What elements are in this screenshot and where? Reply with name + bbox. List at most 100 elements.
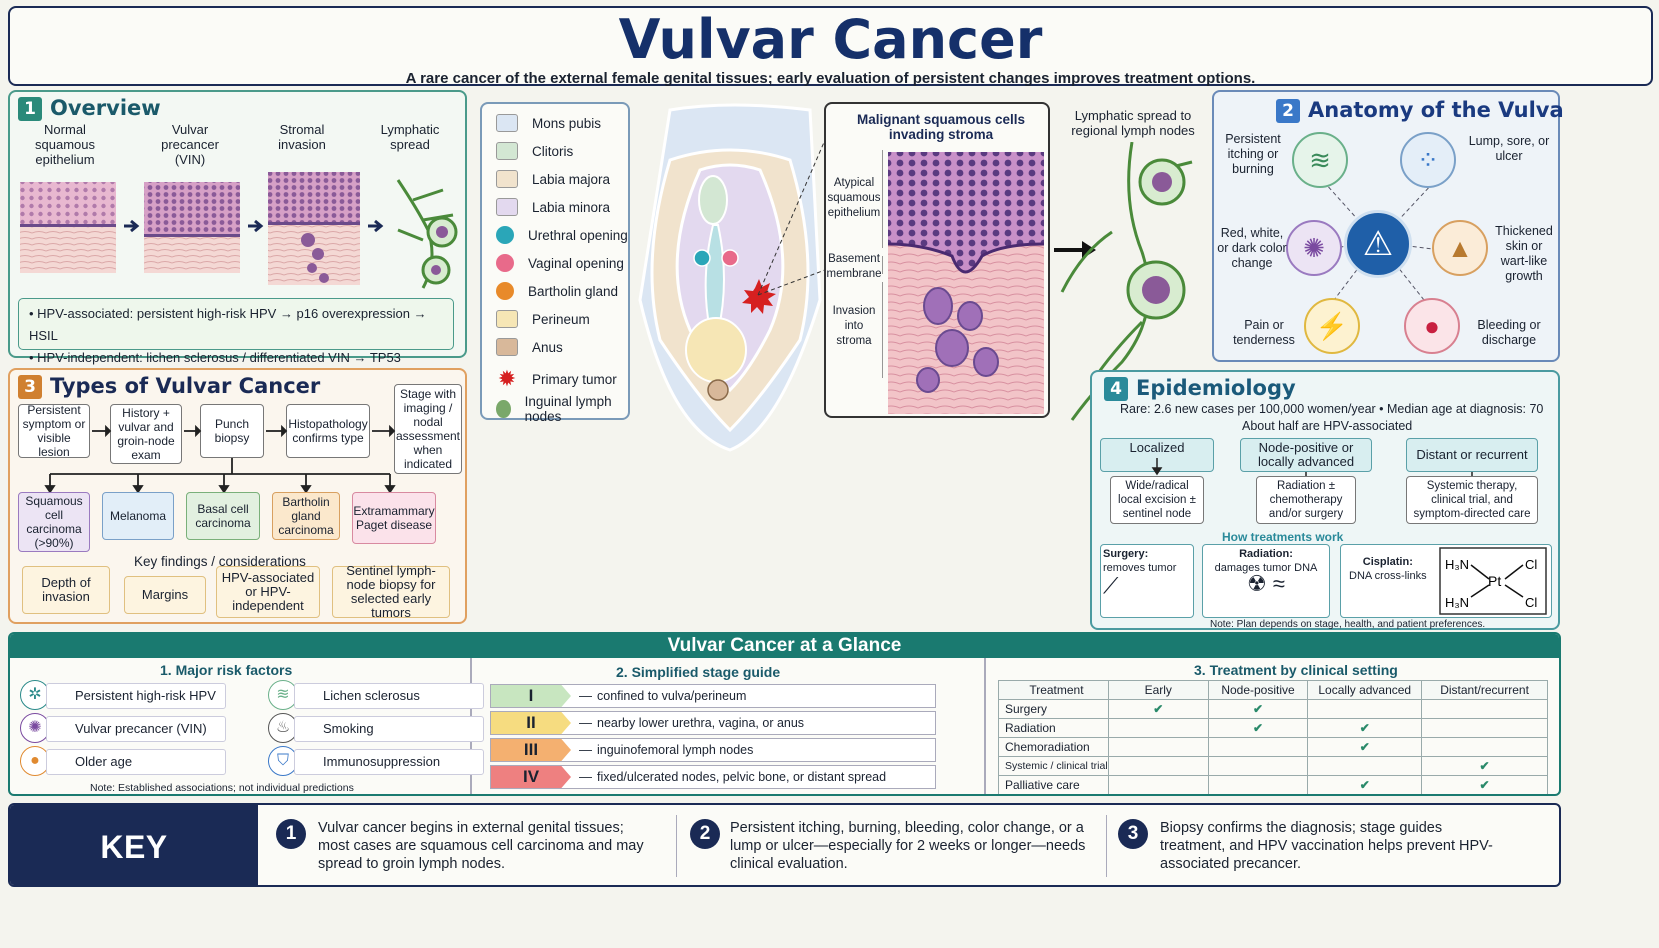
setting-arrows [1151,458,1473,476]
clitoris-region [698,175,728,225]
types-panel: 3 Types of Vulvar Cancer Persistent sympt… [8,368,467,624]
table-cell: ✔ [1207,718,1309,738]
itching-icon: ≋ [1292,132,1348,188]
risk-icon: ♨ [268,713,298,743]
table-cell [1107,718,1209,738]
svg-text:H₃N: H₃N [1445,595,1469,610]
lymph-spread-label: Lymphatic spread to regional lymph nodes [1071,108,1195,138]
divider [1106,815,1107,877]
divider [984,658,986,794]
risk-factor: Older age [46,749,226,775]
warning-icon: ⚠ [1344,210,1412,278]
finding-margins: Margins [124,576,206,614]
hpv-pathways-box: • HPV-associated: persistent high-risk H… [18,298,454,387]
takeaway-3-text: Biopsy confirms the diagnosis; stage gui… [1160,820,1493,872]
table-cell: ✔ [1307,775,1423,794]
risk-factor: Immunosuppression [294,749,484,775]
hpv-bullet: • HPV-associated: persistent high-risk H… [29,306,427,343]
section-number: 3 [18,375,42,399]
takeaways-panel: KEY TAKEAWAYS 1 Vulvar cancer begins in … [8,803,1561,887]
flow-step-histopathology: Histopathology confirms type [286,404,370,458]
scalpel-icon: ⟋ [1103,573,1119,598]
invasion-image [268,172,360,285]
arrow-icon [368,219,384,233]
risk-icon: ✲ [20,680,50,710]
table-cell [1421,737,1548,757]
page-header: Vulvar Cancer A rare cancer of the exter… [8,6,1653,87]
legend-swatch [496,198,518,216]
setting-distant: Distant or recurrent [1406,438,1538,472]
lymph-spread-image [396,179,458,289]
legend-label: Perineum [532,311,590,327]
stage-label-spread: Lymphatic spread [380,122,440,152]
label-basement-membrane: Basement membrane [826,253,882,280]
histology-title: Malignant squamous cells invading stroma [856,112,1026,142]
legend-label: Labia minora [532,199,611,215]
legend-item: Labia minora [496,198,610,216]
invasion-histology-image [882,150,1045,414]
legend-swatch [496,142,518,160]
hpv-share-line: About half are HPV-associated [1242,419,1413,433]
lump-icon: ⁘ [1400,132,1456,188]
legend-label: Vaginal opening [528,255,624,271]
histology-panel: Malignant squamous cells invading stroma… [824,102,1050,418]
table-cell [1107,756,1209,776]
type-bartholin: Bartholin gland carcinoma [272,492,340,540]
stage-dash: — [579,769,592,784]
legend-swatch [496,400,511,418]
mech-radiation-name: Radiation: [1239,548,1293,560]
table-cell: ✔ [1107,699,1209,719]
legend-swatch [496,170,518,188]
stage-dash: — [579,688,592,703]
overview-title-text: Overview [50,96,161,120]
svg-text:Cl: Cl [1525,557,1537,572]
legend-label: Primary tumor [532,371,617,387]
types-title: 3 Types of Vulvar Cancer [18,374,320,399]
finding-hpv: HPV-associated or HPV-independent [216,566,320,618]
flow-step-exam: History + vulvar and groin-node exam [110,404,182,464]
pain-icon: ⚡ [1304,298,1360,354]
stage-row: III—inguinofemoral lymph nodes [490,738,936,762]
finding-depth: Depth of invasion [22,566,110,614]
stage-label-normal: Normal squamous epithelium [35,122,95,167]
thickened-skin-icon: ▲ [1432,220,1488,276]
flow-step-biopsy: Punch biopsy [200,404,264,458]
symptom-pain: Pain or tenderness [1233,318,1295,347]
vaginal-opening-marker [721,249,739,267]
color-change-icon: ✺ [1286,220,1342,276]
legend-label: Clitoris [532,143,574,159]
symptom-lump: Lump, sore, or ulcer [1468,134,1550,163]
stage-description: confined to vulva/perineum [597,689,747,703]
takeaway-2-text: Persistent itching, burning, bleeding, c… [730,820,1086,872]
treatment-title: 3. Treatment by clinical setting [1194,662,1398,678]
table-cell: ✔ [1307,718,1423,738]
table-row: Chemoradiation✔ [998,737,1548,757]
bleeding-icon: ● [1404,298,1460,354]
risk-note: Note: Established associations; not indi… [90,782,354,794]
legend-item: Clitoris [496,142,573,160]
flow-step-symptom: Persistent symptom or visible lesion [18,403,90,459]
stage-number: I [491,685,571,707]
table-row: Radiation✔✔ [998,718,1548,738]
section-number: 2 [1276,99,1300,123]
legend-label: Urethral opening [528,227,628,243]
types-title-text: Types of Vulvar Cancer [50,374,321,398]
table-cell: Surgery [998,699,1109,719]
type-melanoma: Melanoma [102,492,174,540]
mech-radiation-desc: damages tumor DNA [1214,562,1318,574]
vin-image [144,182,240,273]
legend-item: ✹Primary tumor [496,366,617,392]
legend-item: Perineum [496,310,590,328]
mech-surgery-desc: removes tumor [1103,562,1177,574]
risk-icon: ⛉ [268,746,298,776]
glance-panel: Vulvar Cancer at a Glance 1. Major risk … [8,632,1561,796]
table-row: Surgery✔✔ [998,699,1548,719]
table-cell: ✔ [1207,699,1309,719]
